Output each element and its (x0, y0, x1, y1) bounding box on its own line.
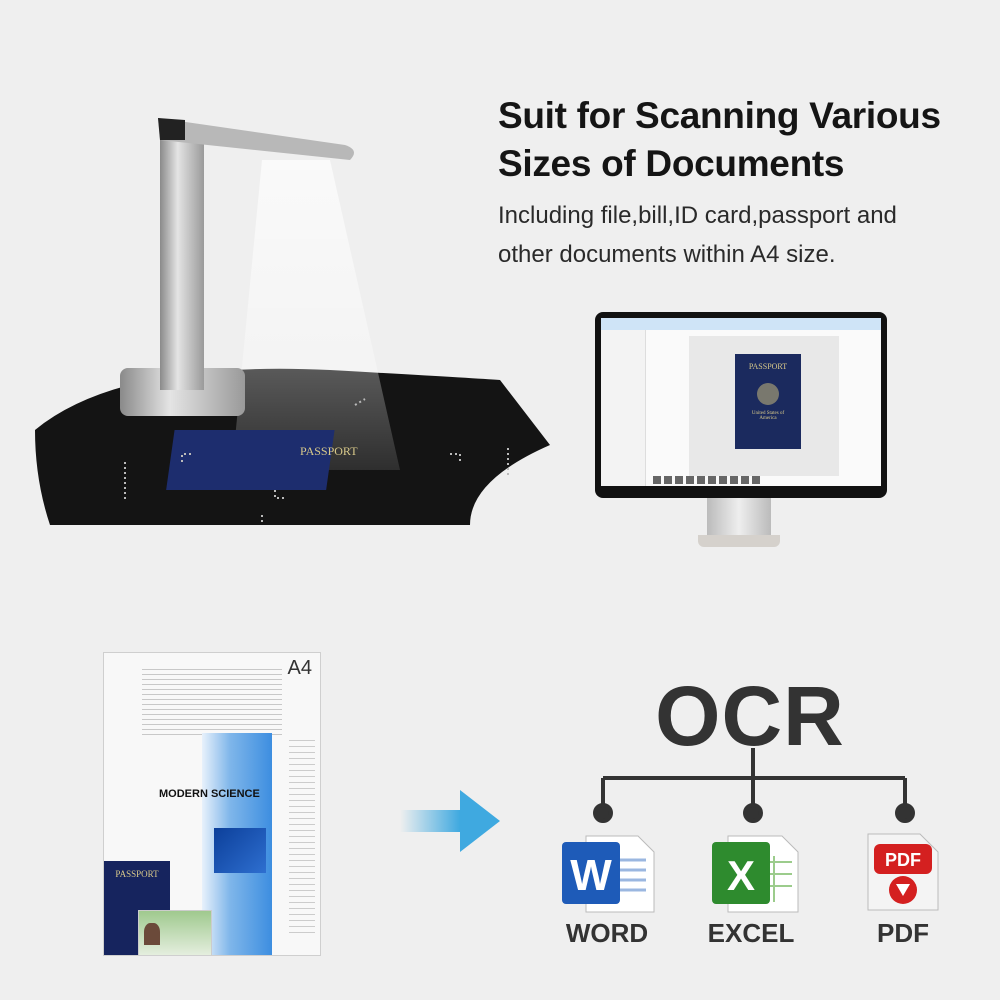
scanner-arm (160, 128, 204, 390)
monitor-screen: PASSPORT United States of America (601, 318, 881, 486)
id-photo (144, 923, 160, 945)
a4-document: MODERN SCIENCE PASSPORT A4 (103, 652, 321, 956)
pdf-icon: PDF (867, 833, 939, 911)
mat-passport-label: PASSPORT (300, 444, 358, 458)
headline-line-2: Sizes of Documents (498, 143, 845, 184)
magazine-graphic (214, 828, 266, 873)
app-bottom-toolbar (653, 476, 763, 484)
preview-area: PASSPORT United States of America (689, 336, 839, 476)
preview-passport-label: PASSPORT (748, 362, 788, 371)
scanner-head (158, 118, 354, 160)
arrow-right-icon (400, 790, 500, 852)
passport-sample-label: PASSPORT (115, 869, 159, 879)
app-toolbar (601, 318, 881, 330)
document-text-lines (142, 665, 282, 735)
description-line-2: other documents within A4 size. (498, 241, 836, 268)
eagle-seal-icon (757, 383, 779, 405)
pdf-label: PDF (877, 918, 929, 948)
excel-label: EXCEL (707, 918, 795, 948)
svg-text:X: X (727, 852, 755, 899)
monitor-stand-base (698, 535, 780, 547)
preview-passport: PASSPORT United States of America (735, 354, 801, 449)
app-settings-panel (601, 330, 646, 486)
headline: Suit for Scanning Various Sizes of Docum… (498, 92, 941, 188)
magazine-cover (202, 733, 272, 955)
svg-text:W: W (570, 851, 612, 900)
ocr-title: OCR (655, 669, 845, 763)
scanned-passport (166, 430, 335, 490)
word-icon: W (562, 835, 655, 913)
scanner-base (120, 368, 245, 416)
preview-passport-sub: United States of America (751, 411, 785, 421)
headline-line-1: Suit for Scanning Various (498, 95, 941, 136)
document-scanner-illustration: PASSPORT (35, 118, 550, 525)
excel-icon: X (712, 835, 799, 913)
svg-text:PDF: PDF (885, 850, 921, 870)
a4-label: A4 (285, 657, 314, 680)
monitor-stand (707, 498, 771, 538)
monitor: PASSPORT United States of America (595, 312, 887, 498)
ocr-branch-diagram (593, 748, 915, 823)
description-line-1: Including file,bill,ID card,passport and (498, 202, 897, 229)
magazine-title: MODERN SCIENCE (159, 788, 260, 800)
id-card-sample (138, 910, 212, 955)
document-text-lines-right (289, 735, 315, 935)
word-label: WORD (565, 918, 649, 948)
mat-corner-marks (124, 398, 509, 525)
description: Including file,bill,ID card,passport and… (498, 196, 897, 274)
scan-light-cone (232, 160, 400, 470)
